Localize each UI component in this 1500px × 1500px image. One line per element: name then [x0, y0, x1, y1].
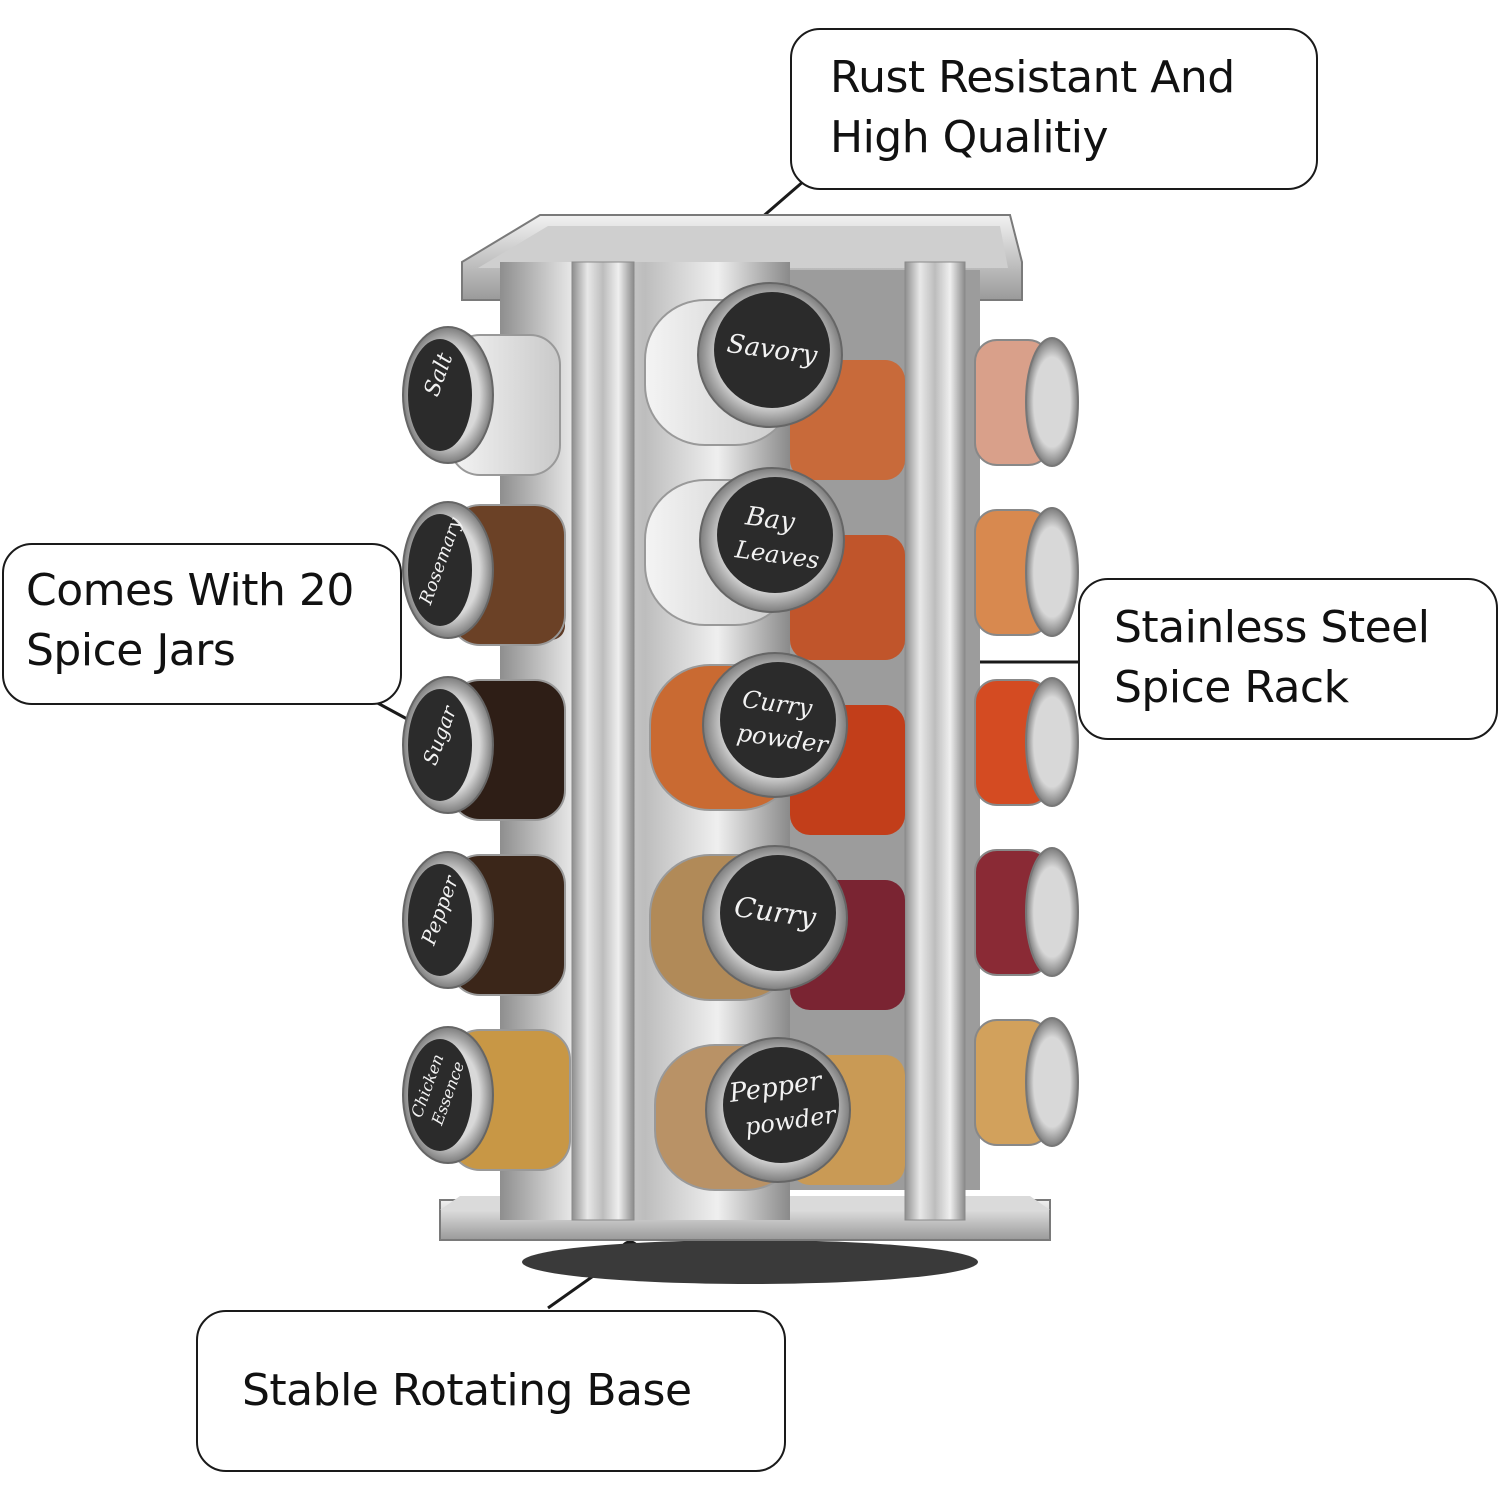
- callout-stainless-steel: Stainless Steel Spice Rack: [1078, 578, 1498, 740]
- jar-front-4: Curry: [649, 845, 848, 1001]
- jar-front-3: Curry powder: [649, 652, 848, 811]
- callout-right-line2: Spice Rack: [1114, 662, 1349, 713]
- callout-left-line2: Spice Jars: [26, 625, 236, 676]
- rack-post-right: [904, 261, 966, 1221]
- jar-left-1: Salt: [402, 326, 561, 476]
- jar-left-4: Pepper: [402, 851, 566, 996]
- callout-rotating-base: Stable Rotating Base: [196, 1310, 786, 1472]
- jar-front-2: Bay Leaves: [644, 467, 845, 626]
- callout-left-line1: Comes With 20: [26, 565, 354, 616]
- left-side-jars: Salt Rosemary Sugar Pepper Chicken Essen…: [402, 326, 571, 1171]
- jar-label-front-2a: Bay: [743, 501, 797, 538]
- jar-front-1: Savory: [644, 282, 843, 446]
- callout-bottom-line1: Stable Rotating Base: [242, 1365, 692, 1416]
- jar-left-2: Rosemary: [402, 501, 566, 646]
- rack-post-left: [571, 261, 635, 1221]
- callout-right-line1: Stainless Steel: [1114, 602, 1430, 653]
- jar-left-3: Sugar: [402, 676, 566, 821]
- callout-top-line1: Rust Resistant And: [830, 52, 1235, 103]
- callout-top-line2: High Qualitiy: [830, 112, 1109, 163]
- callout-rust-resistant: Rust Resistant And High Qualitiy: [790, 28, 1318, 190]
- callout-spice-jars: Comes With 20 Spice Jars: [2, 543, 402, 705]
- jar-front-5: Pepper powder: [654, 1037, 851, 1191]
- jar-left-5: Chicken Essence: [402, 1026, 571, 1171]
- right-side-jars: [974, 337, 1079, 1147]
- front-jars: Savory Bay Leaves Curry powder Curry Pep: [644, 282, 851, 1191]
